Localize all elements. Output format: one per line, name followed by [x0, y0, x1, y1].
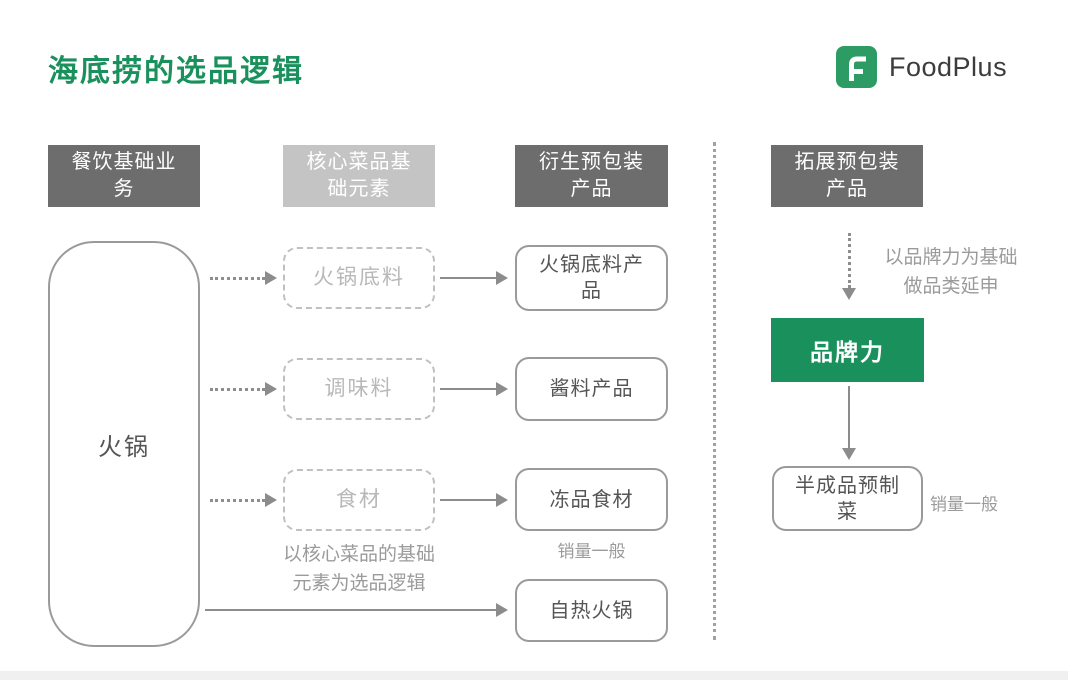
elements-logic-note: 以核心菜品的基础 元素为选品逻辑 [282, 544, 435, 595]
dotted-arrow-right-icon [210, 382, 277, 396]
column-header-expansion-prepackaged: 拓展预包装 产品 [771, 145, 923, 207]
foodplus-logo-text: FoodPlus [889, 51, 1008, 82]
sales-note: 销量一般 [930, 495, 998, 514]
foodplus-logo-icon [836, 46, 877, 88]
element-box-hotpot-soup-base: 火锅底料 [283, 247, 435, 309]
column-header-restaurant-base: 餐饮基础业 务 [48, 145, 200, 207]
section-divider [713, 142, 716, 640]
dotted-arrow-right-icon [210, 493, 277, 507]
product-box-hotpot-base-products: 火锅底料产 品 [515, 245, 668, 311]
product-box-semi-finished-dishes: 半成品预制 菜 [772, 466, 923, 531]
column-header-derived-prepackaged: 衍生预包装 产品 [515, 145, 668, 207]
arrow-right-icon [205, 603, 508, 617]
element-box-seasoning: 调味料 [283, 358, 435, 420]
hotpot-source-box: 火锅 [48, 241, 200, 647]
element-box-ingredients: 食材 [283, 469, 435, 531]
product-box-self-heating-hotpot: 自热火锅 [515, 579, 668, 642]
dotted-arrow-down-icon [841, 233, 857, 300]
sales-note: 销量一般 [557, 542, 626, 561]
arrow-down-icon [841, 386, 857, 460]
dotted-arrow-right-icon [210, 271, 277, 285]
arrow-right-icon [440, 271, 508, 285]
column-header-core-dish-elements: 核心菜品基 础元素 [283, 145, 435, 207]
footer-band [0, 671, 1068, 680]
page-title: 海底捞的选品逻辑 [48, 55, 304, 88]
arrow-right-icon [440, 493, 508, 507]
brand-power-box: 品牌力 [771, 318, 924, 382]
product-box-frozen-ingredients: 冻品食材 [515, 468, 668, 531]
foodplus-logo: FoodPlus [836, 46, 1007, 88]
brand-power-note: 以品牌力为基础 做品类延申 [884, 247, 1018, 298]
product-box-sauce-products: 酱料产品 [515, 357, 668, 421]
arrow-right-icon [440, 382, 508, 396]
